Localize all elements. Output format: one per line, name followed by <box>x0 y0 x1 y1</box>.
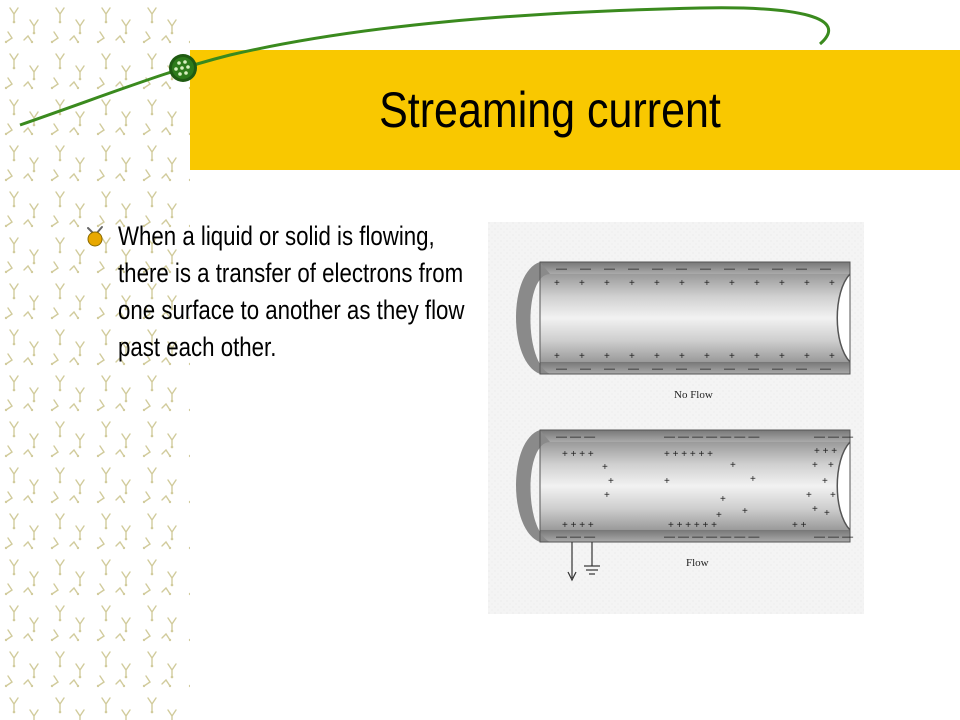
svg-text:—: — <box>604 363 615 375</box>
slide-title: Streaming current <box>379 82 721 138</box>
svg-text:—: — <box>700 263 711 275</box>
svg-text:+: + <box>629 278 635 289</box>
svg-text:+ + + +: + + + + <box>562 449 594 460</box>
svg-text:—: — <box>580 263 591 275</box>
decorative-swoosh <box>19 6 831 127</box>
svg-text:+: + <box>754 278 760 289</box>
svg-text:—: — <box>796 363 807 375</box>
svg-text:— — — — — — —: — — — — — — — <box>664 531 759 543</box>
svg-text:+: + <box>579 278 585 289</box>
svg-text:+: + <box>604 490 610 501</box>
svg-text:+: + <box>806 490 812 501</box>
svg-text:+: + <box>608 476 614 487</box>
svg-text:+ + +: + + + <box>814 446 837 457</box>
svg-text:+: + <box>779 278 785 289</box>
svg-text:+: + <box>729 278 735 289</box>
svg-text:+: + <box>729 351 735 362</box>
svg-text:—: — <box>652 263 663 275</box>
svg-text:+: + <box>704 278 710 289</box>
svg-text:+: + <box>742 506 748 517</box>
svg-text:+: + <box>654 351 660 362</box>
svg-text:+: + <box>804 278 810 289</box>
svg-text:+: + <box>554 278 560 289</box>
svg-text:+ +: + + <box>792 520 807 531</box>
svg-text:+: + <box>579 351 585 362</box>
svg-text:+: + <box>824 508 830 519</box>
bullet-text: When a liquid or solid is flowing, there… <box>118 221 465 362</box>
svg-text:— — — — — — —: — — — — — — — <box>664 431 759 443</box>
svg-text:—: — <box>628 263 639 275</box>
svg-text:—: — <box>796 263 807 275</box>
svg-text:—: — <box>628 363 639 375</box>
svg-text:+: + <box>604 351 610 362</box>
svg-text:—: — <box>772 363 783 375</box>
bee-bullet-icon <box>87 226 103 247</box>
svg-text:—: — <box>748 263 759 275</box>
title-bar <box>190 50 960 170</box>
svg-text:+: + <box>804 351 810 362</box>
svg-text:+: + <box>602 462 608 473</box>
svg-text:+: + <box>828 460 834 471</box>
pipe-no-flow: ——— ——— ——— ——— ——— ——— ——— ——— +++ +++ … <box>516 261 851 375</box>
svg-text:+: + <box>654 278 660 289</box>
svg-text:— — —: — — — <box>556 531 595 543</box>
svg-text:+: + <box>829 351 835 362</box>
orb-icon <box>169 54 197 82</box>
svg-text:—: — <box>556 363 567 375</box>
svg-text:+ + + + + +: + + + + + + <box>664 449 713 460</box>
svg-text:+: + <box>829 278 835 289</box>
svg-text:— — —: — — — <box>814 531 853 543</box>
svg-text:+ + + +: + + + + <box>562 520 594 531</box>
pipe-flow: — — — — — — — — — — — — — — — — — — — — … <box>516 429 853 582</box>
svg-text:+: + <box>664 476 670 487</box>
streaming-current-figure: ——— ——— ——— ——— ——— ——— ——— ——— +++ +++ … <box>488 222 864 614</box>
svg-text:—: — <box>820 263 831 275</box>
svg-text:— — —: — — — <box>814 431 853 443</box>
svg-text:— — —: — — — <box>556 431 595 443</box>
svg-text:—: — <box>676 263 687 275</box>
svg-text:—: — <box>652 363 663 375</box>
svg-text:+: + <box>750 474 756 485</box>
svg-text:—: — <box>676 363 687 375</box>
svg-text:+: + <box>754 351 760 362</box>
svg-text:+: + <box>629 351 635 362</box>
figure-caption-flow: Flow <box>686 557 709 569</box>
svg-text:+: + <box>554 351 560 362</box>
figure-caption-no-flow: No Flow <box>674 389 713 401</box>
svg-text:+: + <box>822 476 828 487</box>
svg-text:+: + <box>812 504 818 515</box>
svg-text:+: + <box>830 490 836 501</box>
svg-text:—: — <box>724 263 735 275</box>
svg-text:—: — <box>820 363 831 375</box>
svg-text:+: + <box>730 460 736 471</box>
svg-text:+: + <box>779 351 785 362</box>
svg-text:+: + <box>812 460 818 471</box>
svg-text:—: — <box>772 263 783 275</box>
svg-text:+: + <box>716 510 722 521</box>
svg-text:+: + <box>604 278 610 289</box>
svg-text:+ + + + + +: + + + + + + <box>668 520 717 531</box>
svg-text:+: + <box>679 278 685 289</box>
svg-text:+: + <box>704 351 710 362</box>
svg-text:—: — <box>556 263 567 275</box>
svg-text:—: — <box>604 263 615 275</box>
svg-text:—: — <box>724 363 735 375</box>
svg-text:+: + <box>679 351 685 362</box>
svg-text:—: — <box>700 363 711 375</box>
svg-text:—: — <box>580 363 591 375</box>
svg-text:+: + <box>720 494 726 505</box>
svg-text:—: — <box>748 363 759 375</box>
